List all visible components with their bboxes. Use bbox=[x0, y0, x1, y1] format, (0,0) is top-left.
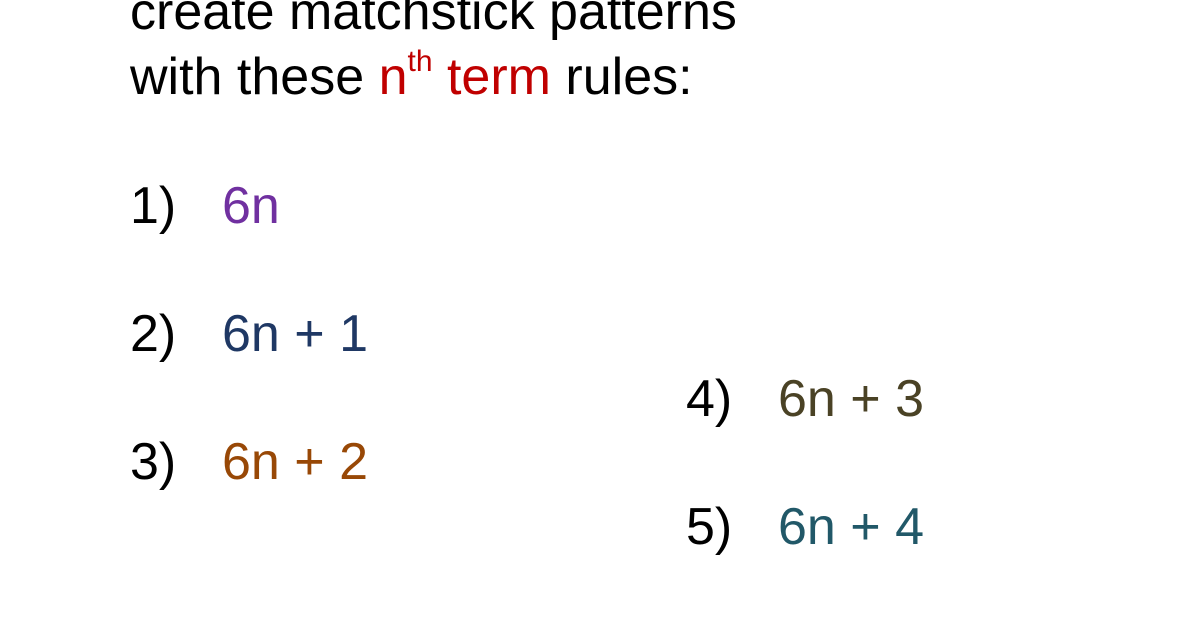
rule-5-expression: 6n + 4 bbox=[778, 498, 925, 556]
term-word: term bbox=[432, 48, 551, 106]
rule-1-number: 1) bbox=[130, 177, 177, 235]
nth-superscript: th bbox=[407, 45, 433, 78]
rule-2-number: 2) bbox=[130, 305, 177, 363]
heading-line-2: with these nth term rules: bbox=[130, 47, 693, 106]
rule-4-number: 4) bbox=[686, 370, 733, 428]
rule-4-expression: 6n + 3 bbox=[778, 370, 925, 428]
heading-prefix: with these bbox=[130, 48, 379, 106]
nth-n: n bbox=[378, 48, 408, 106]
rule-1-expression: 6n bbox=[222, 177, 280, 235]
heading-line-1: create matchstick patterns bbox=[130, 0, 737, 41]
rule-2-expression: 6n + 1 bbox=[222, 305, 369, 363]
heading-suffix: rules: bbox=[550, 48, 693, 106]
rule-5-number: 5) bbox=[686, 498, 733, 556]
rule-3-number: 3) bbox=[130, 433, 177, 491]
rule-3-expression: 6n + 2 bbox=[222, 433, 369, 491]
